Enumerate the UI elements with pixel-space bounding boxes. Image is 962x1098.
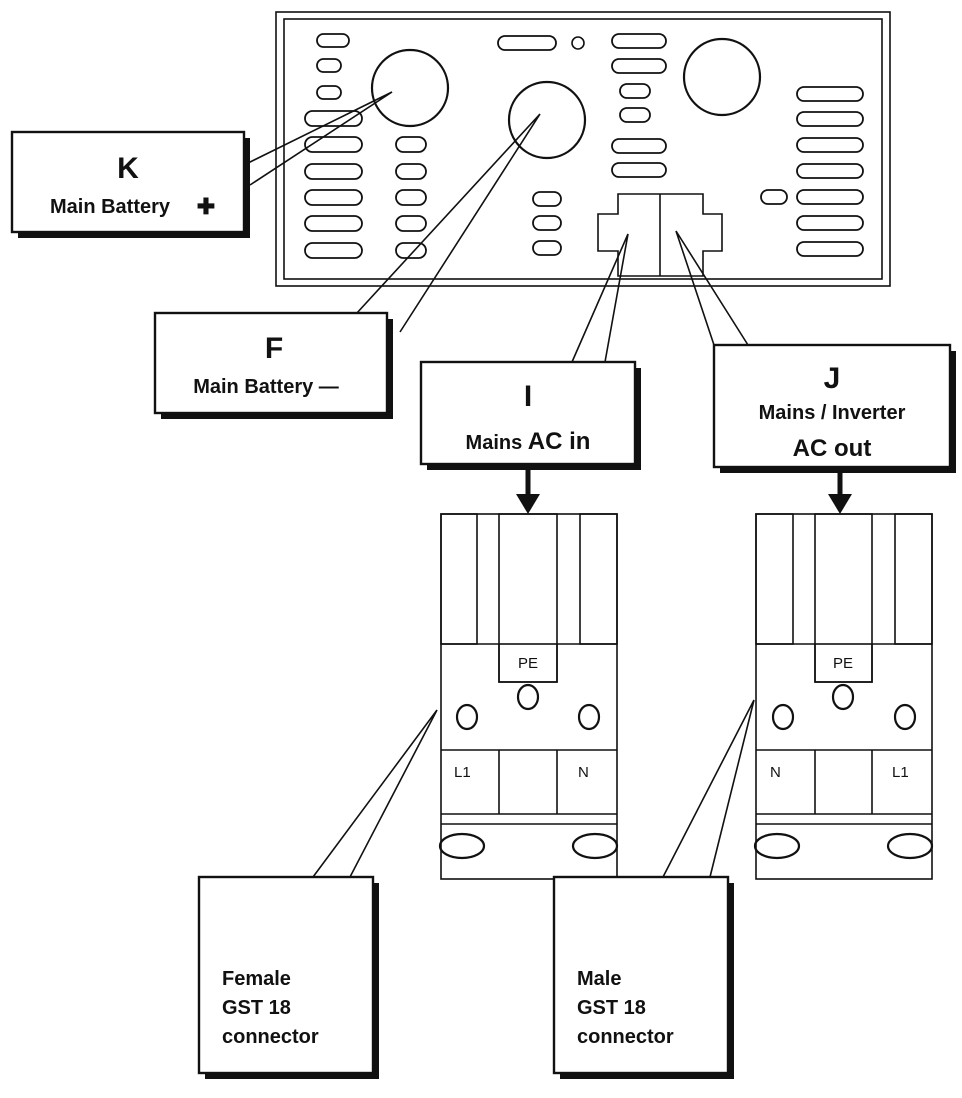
screw-hole: [516, 683, 540, 711]
male-callout-line2: GST 18: [577, 997, 646, 1019]
vent-slot: [796, 189, 864, 205]
leader-k: [243, 91, 393, 186]
small-hole: [571, 36, 585, 50]
arrow-to-left-connector: [516, 470, 540, 514]
label-f-letter: F: [265, 332, 283, 365]
vent-slot: [497, 35, 557, 51]
vent-slot: [796, 241, 864, 257]
vent-slot: [796, 215, 864, 231]
vent-slot: [796, 111, 864, 127]
label-j-box: J Mains / Inverter AC out: [712, 343, 956, 473]
pin-label-left: L1: [454, 764, 471, 781]
label-f-box: F Main Battery —: [153, 311, 393, 419]
vent-slot: [611, 162, 667, 178]
vent-slot: [304, 189, 363, 206]
mounting-hole: [886, 832, 934, 860]
male-callout: Male GST 18 connector: [552, 875, 734, 1079]
label-k-letter: K: [117, 152, 139, 185]
mounting-hole: [438, 832, 486, 860]
battery-plus-terminal: [370, 48, 450, 128]
panel-inner-frame: [283, 18, 883, 280]
vent-slot: [304, 163, 363, 180]
arrow-to-right-connector: [828, 473, 852, 514]
vent-slot: [316, 33, 350, 48]
vent-slot: [532, 191, 562, 207]
female-callout-line1: Female: [222, 968, 291, 990]
pin-label-left: N: [770, 764, 781, 781]
vent-slot: [796, 163, 864, 179]
vent-slot: [532, 215, 562, 231]
vent-slot: [611, 138, 667, 154]
vent-slot: [532, 240, 562, 256]
vent-slot: [395, 242, 427, 259]
pin-label-right: L1: [892, 764, 909, 781]
terminal-stud: [682, 37, 762, 117]
screw-hole: [831, 683, 855, 711]
label-i-letter: I: [524, 380, 532, 413]
leader-lines: [243, 91, 755, 878]
label-k-box: K Main Battery ✚: [10, 130, 250, 238]
inverter-panel: [275, 11, 891, 287]
male-connector: PE N L1: [753, 513, 934, 880]
female-callout-line2: GST 18: [222, 997, 291, 1019]
pin-label-pe: PE: [518, 655, 538, 672]
leader-female: [312, 709, 438, 878]
label-j-text: Mains / Inverter: [759, 402, 906, 424]
label-i-box: I Mains AC in: [419, 360, 641, 470]
label-k-text: Main Battery: [50, 196, 171, 218]
male-callout-line3: connector: [577, 1026, 674, 1048]
vent-slot: [316, 85, 342, 100]
vent-slot: [304, 242, 363, 259]
vent-slot: [304, 110, 363, 127]
leader-male: [662, 699, 755, 878]
screw-hole: [771, 703, 795, 731]
female-connector: PE L1 N: [438, 513, 619, 880]
label-f-text: Main Battery —: [193, 376, 339, 398]
label-j-text-2: AC out: [793, 435, 872, 462]
vent-slot: [796, 137, 864, 153]
pin-label-pe: PE: [833, 655, 853, 672]
female-callout: Female GST 18 connector: [197, 875, 379, 1079]
leader-j: [675, 230, 749, 346]
vent-slot: [304, 215, 363, 232]
male-callout-line1: Male: [577, 968, 621, 990]
ac-socket: [597, 193, 723, 277]
vent-slot: [796, 86, 864, 102]
vent-slot: [395, 136, 427, 153]
screw-hole: [893, 703, 917, 731]
mounting-hole: [753, 832, 801, 860]
vent-slot: [395, 215, 427, 232]
mounting-hole: [571, 832, 619, 860]
vent-slot: [619, 107, 651, 123]
plus-icon: ✚: [197, 194, 215, 219]
screw-hole: [455, 703, 479, 731]
vent-slot: [619, 83, 651, 99]
female-callout-line3: connector: [222, 1026, 319, 1048]
leader-i: [571, 233, 629, 363]
label-i-text: Mains AC in: [466, 428, 591, 455]
vent-slot: [316, 58, 342, 73]
vent-slot: [611, 33, 667, 49]
screw-hole: [577, 703, 601, 731]
vent-slot: [395, 189, 427, 206]
vent-slot: [611, 58, 667, 74]
vent-slot: [304, 136, 363, 153]
battery-minus-terminal: [507, 80, 587, 160]
vent-slot: [395, 163, 427, 180]
vent-slot: [760, 189, 788, 205]
label-j-letter: J: [824, 362, 841, 395]
leader-f: [355, 113, 541, 333]
pin-label-right: N: [578, 764, 589, 781]
